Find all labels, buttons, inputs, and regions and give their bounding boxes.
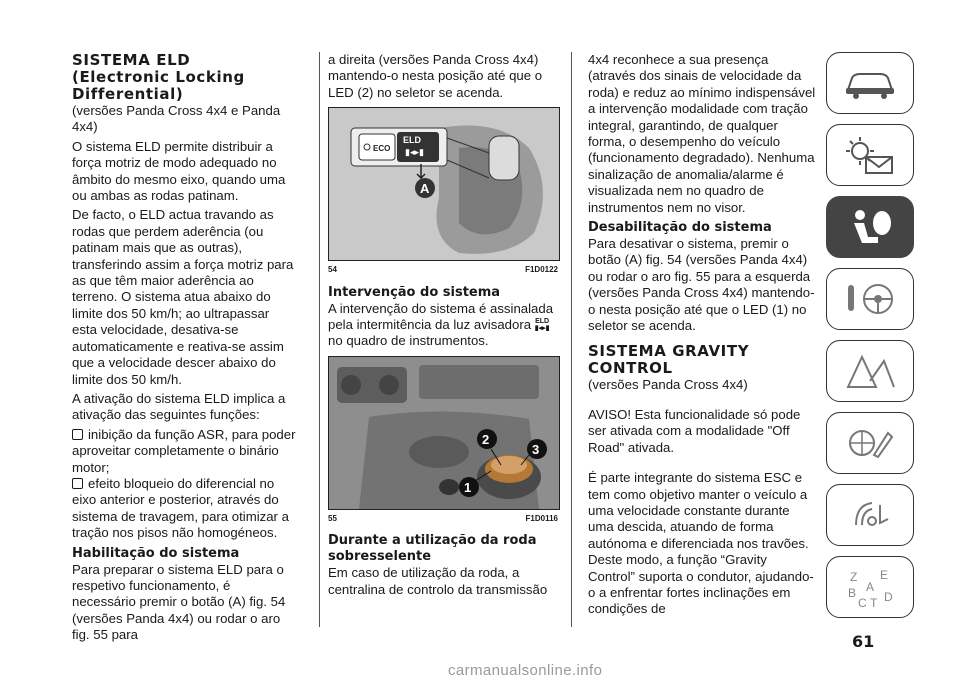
chapter-tabs: Z E B A C D T [826,52,916,628]
column-3: 4x4 reconhece a sua presença (através do… [588,52,816,621]
eld-button-illustration: ECO ELD ▮◂▸▮ A [329,108,559,261]
eld-button-label: ELD [403,135,422,145]
column-1: SISTEMA ELD (Electronic Locking Differen… [72,52,296,647]
svg-text:A: A [866,580,874,594]
heading-roda-sobresselente: Durante a utilização da roda sobresselen… [328,533,537,565]
svg-text:C: C [858,596,867,609]
tab-warning-lights[interactable] [826,124,914,186]
figure-54-image: ECO ELD ▮◂▸▮ A [328,107,560,262]
paragraph: Para preparar o sistema ELD para o respe… [72,561,286,643]
tab-index[interactable]: Z E B A C D T [826,556,914,618]
bullet-icon [72,428,83,440]
paragraph: Em caso de utilização da roda, a central… [328,565,548,597]
paragraph: A ativação do sistema ELD implica a ativ… [72,390,286,423]
eco-button-label: ECO [373,144,390,153]
paragraph: 4x4 reconhece a sua presença (através do… [588,52,816,215]
callout-3: 3 [532,442,539,457]
versions-note: (versões Panda Cross 4x4 e Panda 4x4) [72,103,281,135]
tab-driving[interactable] [826,268,914,330]
svg-text:T: T [870,596,878,609]
watermark: carmanualsonline.info [448,662,603,679]
paragraph: Para desativar o sistema, premir o botão… [588,236,815,334]
section-title-eld: SISTEMA ELD (Electronic Locking Differen… [72,51,245,103]
tab-multimedia[interactable] [826,484,914,546]
tab-maintenance[interactable] [826,412,914,474]
figure-55-caption: 55 F1D0116 [328,513,558,523]
steering-key-icon [848,284,893,314]
bullet-icon [72,477,83,489]
seat-airbag-icon [854,210,891,243]
figure-54: ECO ELD ▮◂▸▮ A 54 F1D0122 [328,107,560,278]
callout-2: 2 [482,432,489,447]
paragraph: a direita (versões Panda Cross 4x4) mant… [328,52,543,100]
bullet-item: inibição da função ASR, para poder aprov… [72,426,296,475]
paragraph: De facto, o ELD actua travando as rodas … [72,207,294,387]
warning-note: AVISO! Esta funcionalidade só pode ser a… [588,406,801,455]
figure-55: 2 3 1 55 F1D0116 [328,355,560,527]
svg-text:▮◂▸▮: ▮◂▸▮ [405,147,424,157]
bullet-item: efeito bloqueio do diferencial no eixo a… [72,475,289,541]
tab-emergency[interactable] [826,340,914,402]
gear-selector-photo: 2 3 1 [329,356,559,509]
column-divider [571,52,572,627]
index-icon: Z E B A C D T [848,568,893,609]
tab-car[interactable] [826,52,914,114]
multimedia-icon [855,502,889,526]
svg-text:E: E [880,568,888,582]
heading-habilitacao: Habilitação do sistema [72,545,240,561]
warning-lights-icon [846,137,893,174]
paragraph: O sistema ELD permite distribuir a força… [72,138,286,204]
road-warning-icon [846,354,895,388]
figure-54-caption: 54 F1D0122 [328,265,558,275]
section-title-gravity: SISTEMA GRAVITY CONTROL [588,341,750,377]
heading-desabilitacao: Desabilitação do sistema [588,220,772,236]
callout-a: A [420,181,430,196]
column-divider [319,52,320,627]
eld-telltale-icon: ELD▮◂▸▮ [534,318,550,333]
figure-55-image: 2 3 1 [328,355,560,510]
tab-safety[interactable] [826,196,914,258]
svg-text:D: D [884,590,893,604]
column-2: a direita (versões Panda Cross 4x4) mant… [328,52,560,601]
car-icon [846,73,894,99]
wrench-icon [849,430,894,459]
paragraph: A intervenção do sistema é assinalada pe… [328,300,554,349]
callout-1: 1 [464,480,471,495]
heading-intervencao: Intervenção do sistema [328,284,501,300]
page-number: 61 [852,632,875,651]
versions-note: (versões Panda Cross 4x4) [588,376,748,392]
svg-text:Z: Z [850,570,857,584]
paragraph: É parte integrante do sistema ESC e tem … [588,470,814,617]
svg-text:B: B [848,586,856,600]
